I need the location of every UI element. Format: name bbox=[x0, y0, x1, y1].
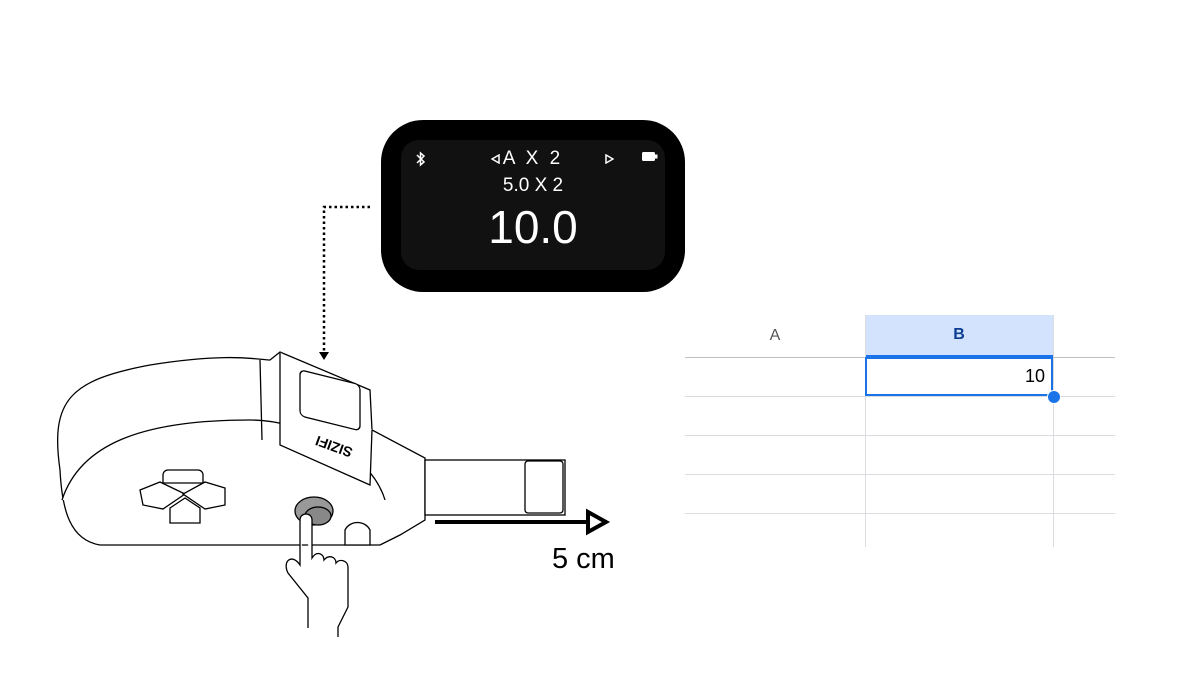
battery-icon bbox=[642, 152, 658, 161]
fill-handle[interactable] bbox=[1047, 390, 1061, 404]
cell-b1-value: 10 bbox=[1024, 366, 1045, 386]
right-arrow-icon bbox=[605, 154, 614, 164]
calculation-text: 5.0 X 2 bbox=[502, 175, 564, 196]
spreadsheet: A B 10 bbox=[685, 315, 1115, 547]
cell-b1[interactable]: 10 bbox=[865, 357, 1053, 396]
right-button bbox=[181, 481, 226, 510]
mode-label: A X 2 bbox=[502, 148, 564, 169]
device-screen: A X 2 5.0 X 2 10.0 bbox=[401, 140, 665, 270]
up-button bbox=[162, 469, 204, 484]
down-button bbox=[169, 497, 201, 524]
measurement-label: 5 cm bbox=[552, 543, 615, 575]
left-arrow-icon bbox=[491, 154, 500, 164]
column-header-b[interactable]: B bbox=[865, 315, 1053, 357]
result-value: 10.0 bbox=[488, 201, 578, 253]
column-header-a[interactable]: A bbox=[685, 315, 865, 357]
left-button bbox=[139, 481, 187, 510]
device-display-callout: A X 2 5.0 X 2 10.0 bbox=[381, 120, 685, 292]
bluetooth-icon bbox=[416, 151, 426, 167]
